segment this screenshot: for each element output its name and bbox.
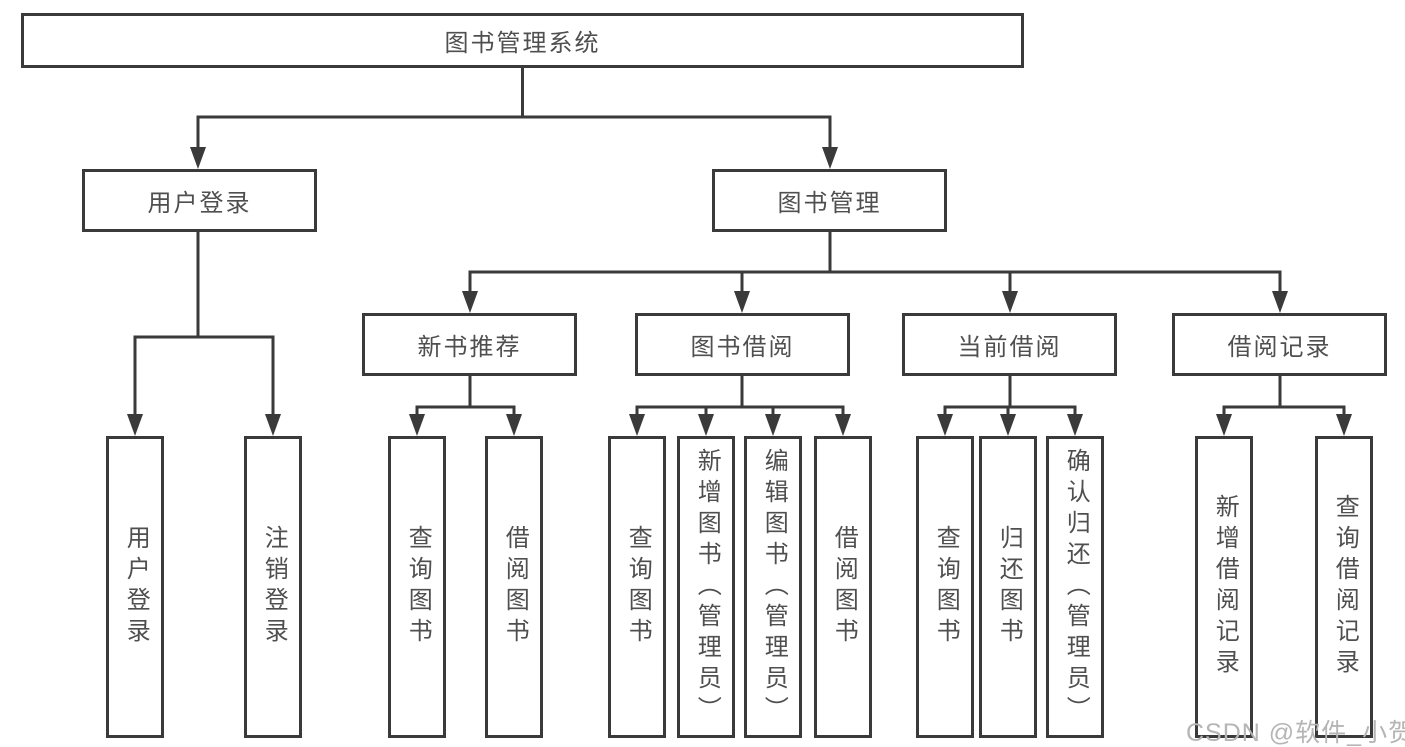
node-label: 查询图书 bbox=[624, 525, 652, 649]
node-library-management-system: 图书管理系统 bbox=[21, 13, 1024, 68]
node-label: 借阅图书 bbox=[501, 525, 529, 649]
node-label: 归还图书 bbox=[995, 525, 1023, 649]
node-borrowing-query-books: 查询图书 bbox=[608, 436, 666, 738]
node-user-login-action: 用户登录 bbox=[106, 436, 164, 738]
node-book-borrowing: 图书借阅 bbox=[635, 313, 850, 376]
node-label: 新增图书（管理员） bbox=[693, 447, 721, 727]
node-label: 查询借阅记录 bbox=[1331, 494, 1359, 680]
node-newbook-borrow-books: 借阅图书 bbox=[485, 436, 543, 738]
node-logout: 注销登录 bbox=[244, 436, 302, 738]
node-label: 确认归还（管理员） bbox=[1062, 447, 1090, 727]
node-newbook-query-books: 查询图书 bbox=[388, 436, 446, 738]
node-borrowing-records: 借阅记录 bbox=[1172, 313, 1387, 376]
node-borrowing-borrow-books: 借阅图书 bbox=[814, 436, 872, 738]
node-current-borrowing: 当前借阅 bbox=[902, 313, 1117, 376]
node-borrowing-edit-books-admin: 编辑图书（管理员） bbox=[744, 436, 802, 738]
node-current-confirm-return-admin: 确认归还（管理员） bbox=[1046, 436, 1104, 738]
node-label: 注销登录 bbox=[260, 525, 288, 649]
csdn-watermark: CSDN @软件_小贺同学 bbox=[1186, 719, 1405, 747]
node-records-query-record: 查询借阅记录 bbox=[1315, 436, 1373, 738]
node-current-query-books: 查询图书 bbox=[916, 436, 974, 738]
node-label: 用户登录 bbox=[122, 525, 150, 649]
node-current-return-books: 归还图书 bbox=[979, 436, 1037, 738]
node-label: 编辑图书（管理员） bbox=[760, 447, 788, 727]
node-label: 查询图书 bbox=[932, 525, 960, 649]
node-records-add-record: 新增借阅记录 bbox=[1195, 436, 1253, 738]
node-label: 借阅图书 bbox=[830, 525, 858, 649]
node-label: 查询图书 bbox=[404, 525, 432, 649]
node-label: 新增借阅记录 bbox=[1211, 494, 1239, 680]
node-book-management: 图书管理 bbox=[712, 169, 947, 232]
node-new-book-recommendation: 新书推荐 bbox=[362, 313, 577, 376]
node-user-login: 用户登录 bbox=[82, 169, 317, 232]
node-borrowing-add-books-admin: 新增图书（管理员） bbox=[677, 436, 735, 738]
